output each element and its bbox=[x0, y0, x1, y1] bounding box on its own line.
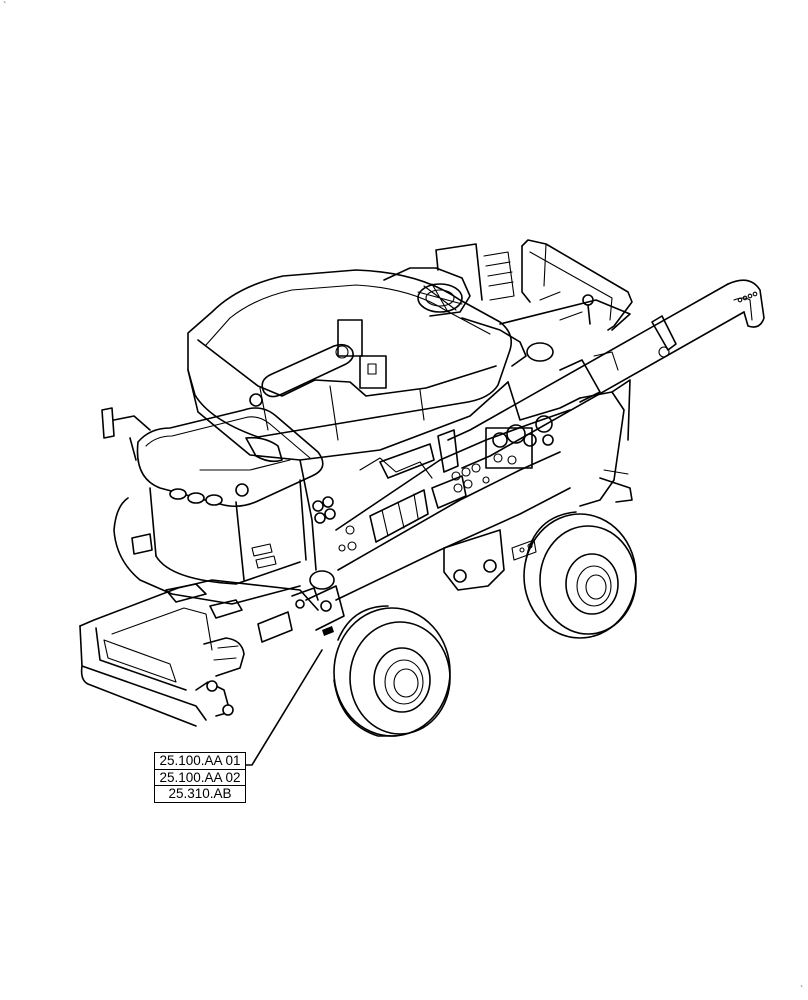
corner-mark-bottom-right: ` bbox=[800, 985, 804, 996]
reference-code[interactable]: 25.100.AA 02 bbox=[154, 768, 246, 787]
unloading-auger bbox=[447, 279, 765, 469]
main-body bbox=[299, 379, 633, 601]
operator-cab bbox=[101, 407, 336, 605]
reference-code[interactable]: 25.310.AB bbox=[154, 785, 246, 804]
rear-railings bbox=[435, 239, 633, 331]
front-wheel bbox=[333, 605, 451, 737]
reference-leader bbox=[243, 649, 323, 766]
engine-deck bbox=[383, 267, 631, 367]
reference-table: 25.100.AA 01 25.100.AA 02 25.310.AB bbox=[154, 752, 246, 804]
feeder-house bbox=[79, 533, 345, 727]
reference-code[interactable]: 25.100.AA 01 bbox=[154, 752, 246, 770]
corner-mark-top-left: ` bbox=[3, 1, 7, 12]
rear-wheel bbox=[523, 511, 637, 639]
